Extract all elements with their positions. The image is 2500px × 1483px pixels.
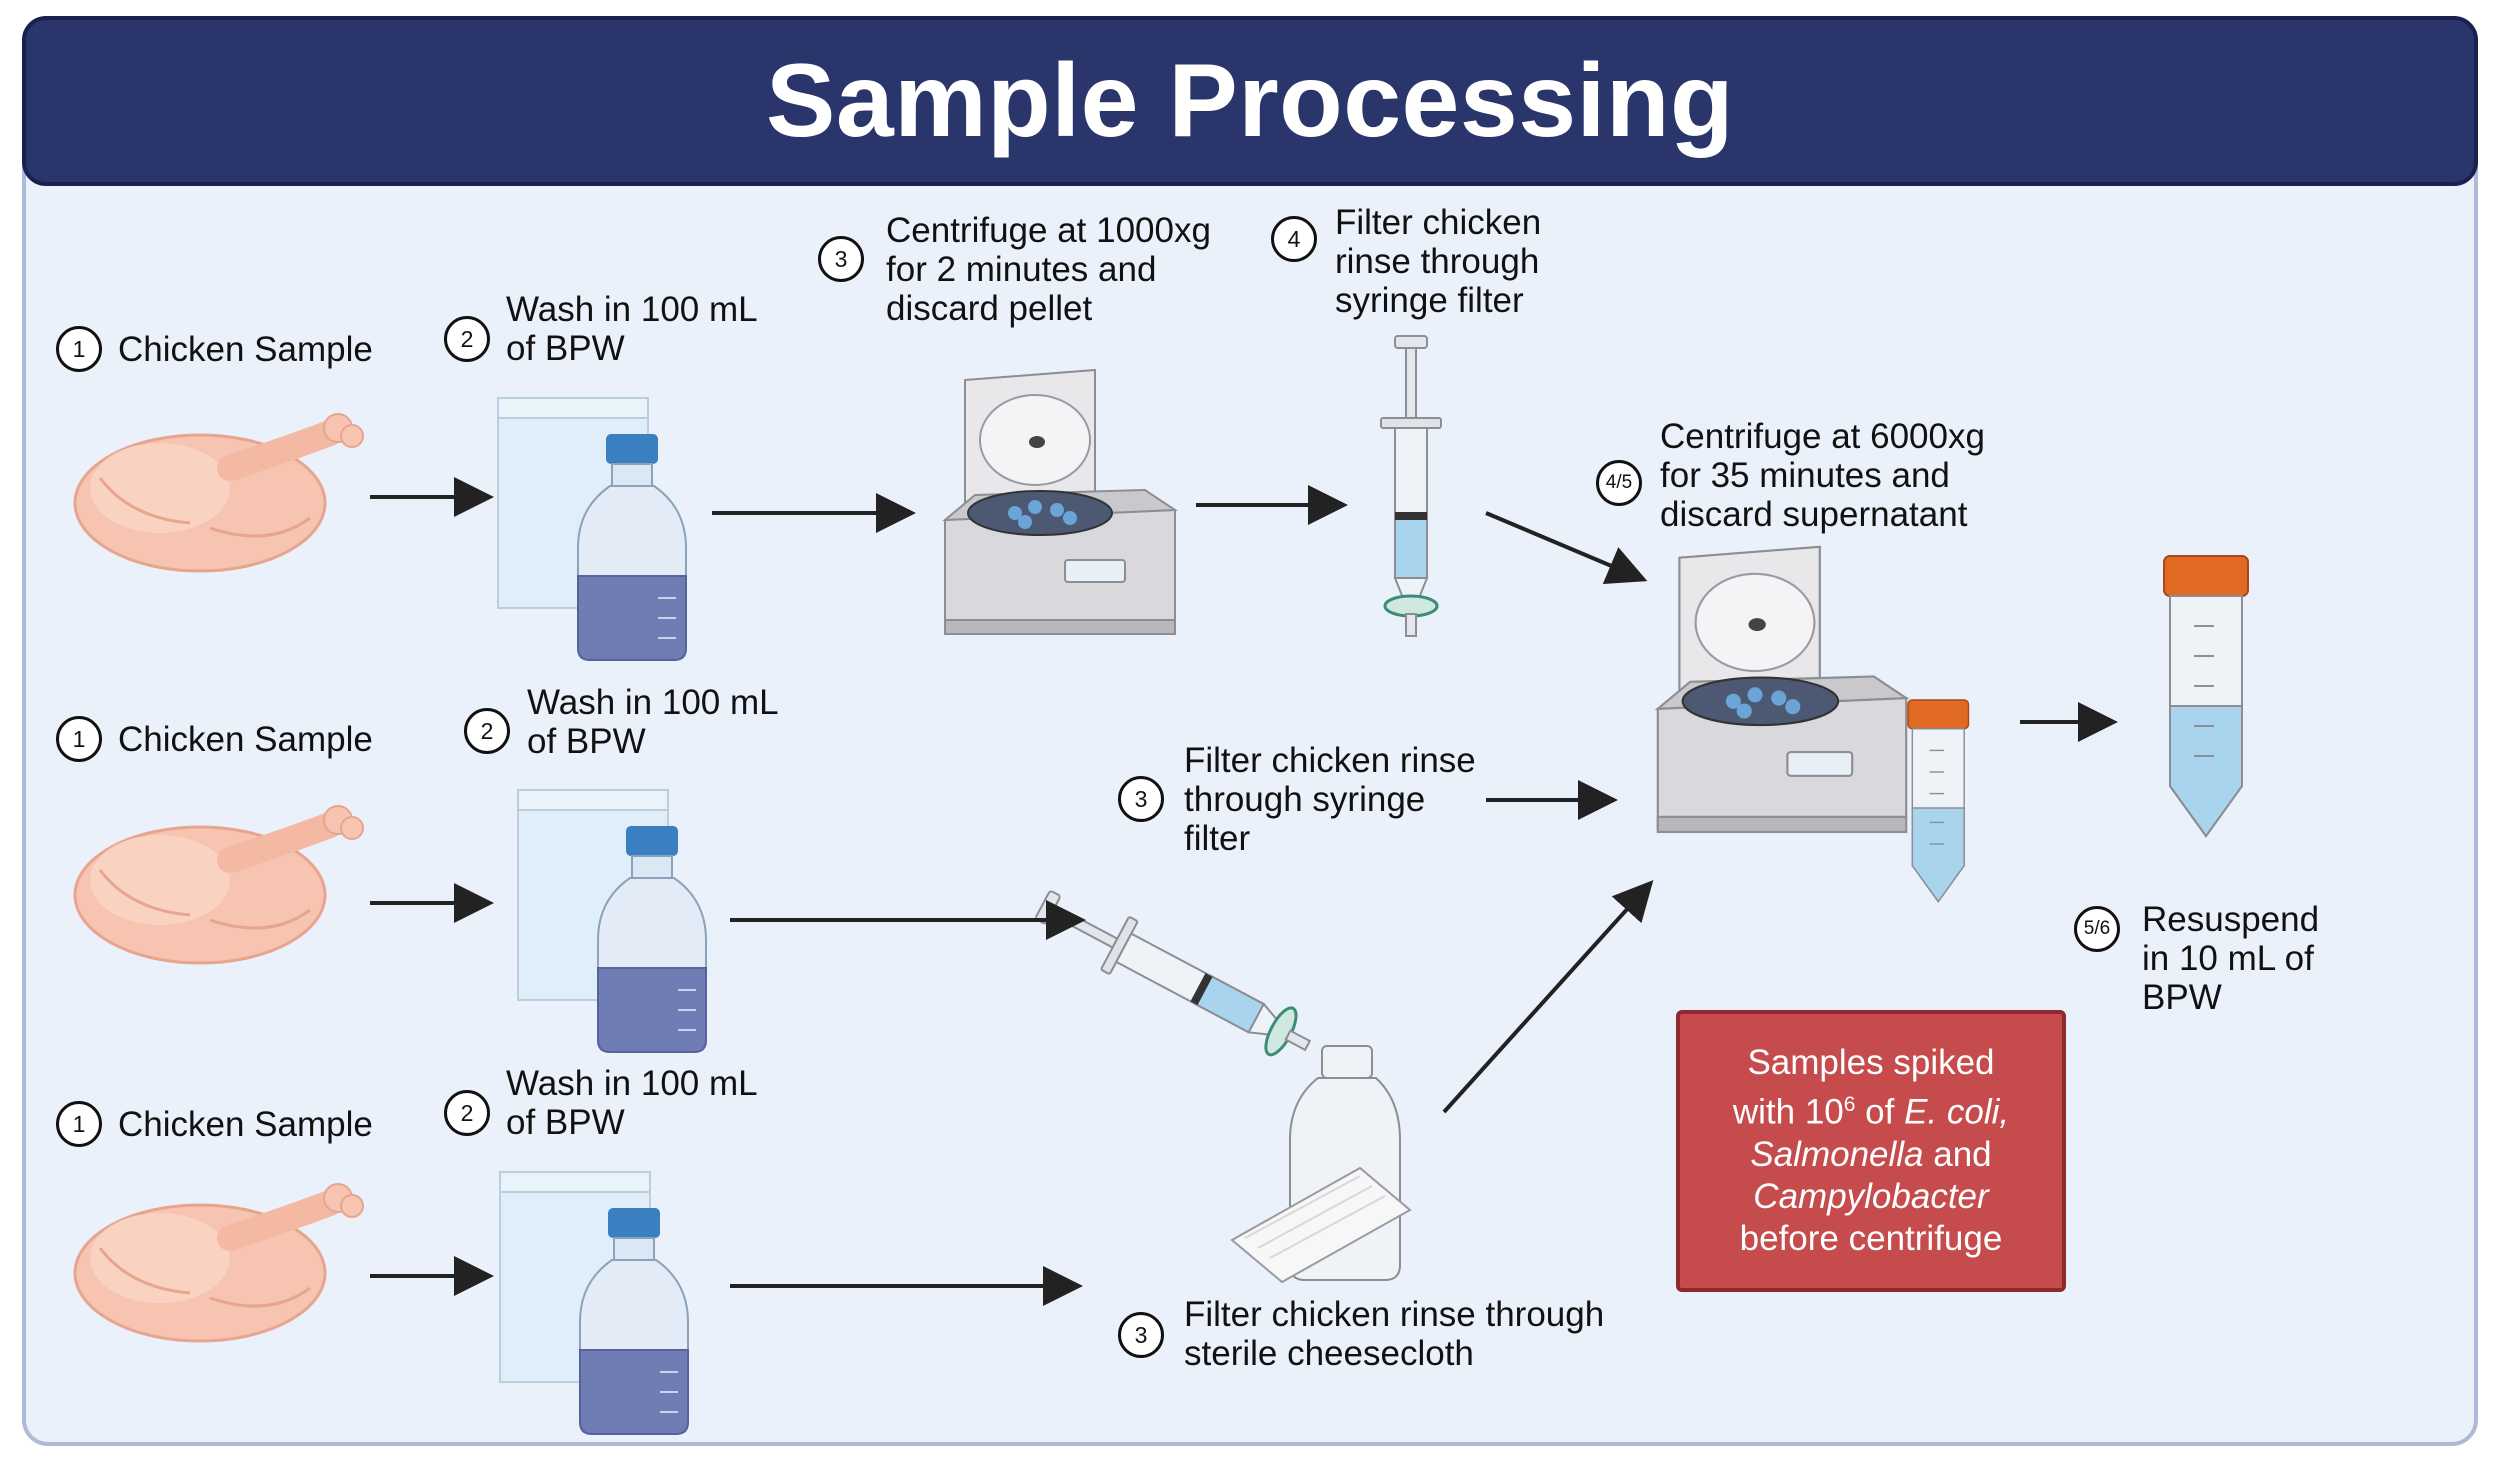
wash-label-line2: of BPW (527, 722, 646, 761)
step-badge: 5/6 (2074, 906, 2120, 952)
bag-bottle-icon (517, 789, 707, 1053)
note-line1: Samples spiked (1747, 1043, 1995, 1083)
chicken-icon (75, 414, 363, 571)
centrifuge1-label-line3: discard pellet (886, 289, 1093, 328)
resuspend-label-line2: in 10 mL of (2142, 939, 2314, 978)
note-organism: Campylobacter (1753, 1176, 1989, 1216)
note-line2: with 106 of E. coli, (1680, 1084, 2062, 1134)
step-badge: 2 (444, 316, 490, 362)
chicken-sample-label: Chicken Sample (118, 330, 373, 369)
step-badge: 3 (1118, 776, 1164, 822)
resuspend-label-line1: Resuspend (2142, 900, 2320, 939)
syringe-filter2-label-line1: Filter chicken rinse (1184, 741, 1476, 780)
note-line3: Salmonella and (1680, 1134, 2062, 1176)
note-line5: before centrifuge (1739, 1218, 2003, 1258)
syringe-filter2-label-line2: through syringe (1184, 780, 1426, 819)
cheesecloth-label-line1: Filter chicken rinse through (1184, 1295, 1605, 1334)
diagram-panel (22, 18, 2478, 1446)
step-badge: 1 (56, 716, 102, 762)
note-organism: Salmonella (1750, 1134, 1924, 1174)
note-text: with 10 (1732, 1092, 1844, 1132)
centrifuge-icon (1656, 545, 1908, 834)
title-banner: Sample Processing (22, 16, 2478, 186)
step-badge: 1 (56, 326, 102, 372)
note-organism: E. coli, (1904, 1092, 2010, 1132)
wash-label-line1: Wash in 100 mL (506, 1064, 758, 1103)
step-badge: 2 (464, 708, 510, 754)
chicken-sample-label: Chicken Sample (118, 720, 373, 759)
cheesecloth-bottle-icon (1230, 1045, 1412, 1284)
centrifuge2-label-line2: for 35 minutes and (1660, 456, 1950, 495)
note-superscript: 6 (1843, 1093, 1856, 1117)
spike-note-box: Samples spiked with 106 of E. coli, Salm… (1676, 1010, 2066, 1292)
syringe-filter-icon (1379, 334, 1443, 638)
syringe-filter1-label-line2: rinse through (1335, 242, 1540, 281)
syringe-filter1-label-line1: Filter chicken (1335, 203, 1542, 242)
wash-label-line2: of BPW (506, 329, 625, 368)
syringe-filter-icon (1026, 876, 1324, 1074)
wash-label-line1: Wash in 100 mL (506, 290, 758, 329)
centrifuge2-label-line3: discard supernatant (1660, 495, 1968, 534)
step-badge: 4/5 (1596, 460, 1642, 506)
chicken-sample-label: Chicken Sample (118, 1105, 373, 1144)
flow-arrows (370, 477, 2118, 1306)
wash-label-line1: Wash in 100 mL (527, 683, 779, 722)
wash-label-line2: of BPW (506, 1103, 625, 1142)
cheesecloth-label-line2: sterile cheesecloth (1184, 1334, 1474, 1373)
chicken-icon (75, 1184, 363, 1341)
centrifuge1-label-line1: Centrifuge at 1000xg (886, 211, 1211, 250)
step-badge: 2 (444, 1090, 490, 1136)
page-title: Sample Processing (765, 42, 1734, 159)
bag-bottle-icon (497, 397, 687, 661)
note-text: and (1923, 1134, 1992, 1174)
step-badge: 4 (1271, 216, 1317, 262)
bag-bottle-icon (499, 1171, 689, 1435)
conical-tube-icon (1907, 699, 1970, 903)
step-badge: 3 (1118, 1312, 1164, 1358)
note-line4: Campylobacter (1680, 1176, 2062, 1218)
step-badge: 1 (56, 1101, 102, 1147)
step-badge: 3 (818, 236, 864, 282)
centrifuge2-label-line1: Centrifuge at 6000xg (1660, 417, 1985, 456)
note-text: of (1855, 1092, 1905, 1132)
conical-tube-icon (2163, 555, 2249, 837)
chicken-icon (75, 806, 363, 963)
syringe-filter1-label-line3: syringe filter (1335, 281, 1524, 320)
centrifuge-icon (944, 369, 1176, 635)
resuspend-label-line3: BPW (2142, 978, 2222, 1017)
centrifuge1-label-line2: for 2 minutes and (886, 250, 1157, 289)
syringe-filter2-label-line3: filter (1184, 819, 1251, 858)
